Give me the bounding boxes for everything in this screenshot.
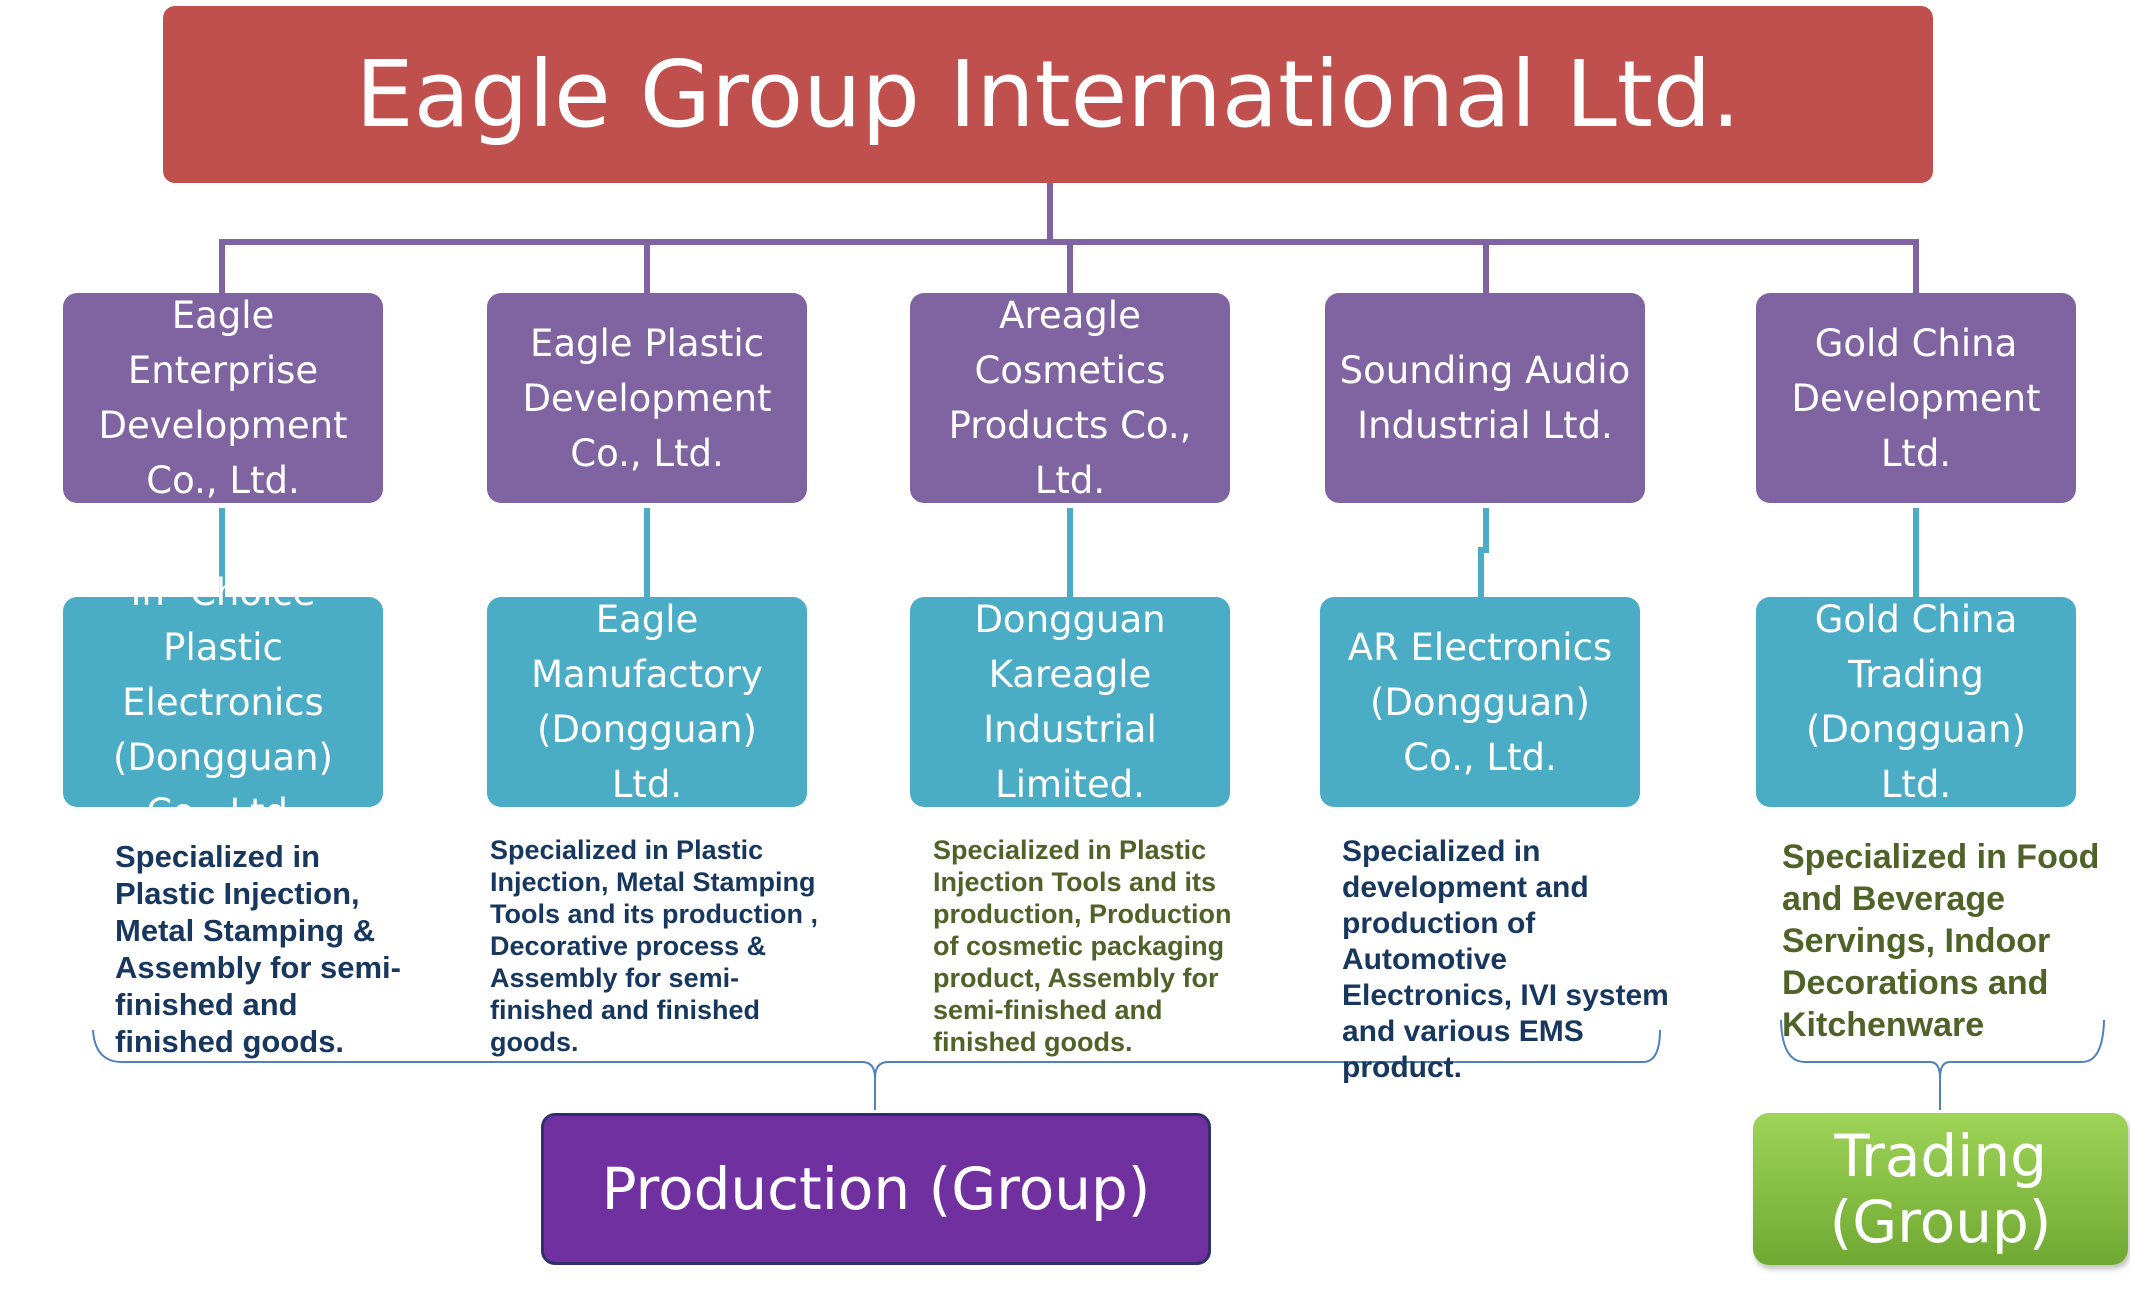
production-group-box: Production (Group): [541, 1113, 1211, 1265]
description-2: Specialized in Plastic Injection, Metal …: [490, 835, 818, 1057]
sub-connector-4: [1478, 508, 1489, 597]
production-bracket: [92, 1029, 1661, 1110]
parent-company-1: Eagle Enterprise Development Co., Ltd.: [63, 293, 383, 503]
description-3: Specialized in Plastic Injection Tools a…: [933, 835, 1232, 1057]
description-4: Specialized in development and productio…: [1342, 835, 1669, 1084]
description-5: Specialized in Food and Beverage Serving…: [1782, 838, 2100, 1044]
company-title: Eagle Group International Ltd.: [163, 6, 1933, 183]
parent-company-5: Gold China Development Ltd.: [1756, 293, 2076, 503]
parent-company-3: Areagle Cosmetics Products Co., Ltd.: [910, 293, 1230, 503]
trading-group-box: Trading (Group): [1753, 1113, 2128, 1265]
subsidiary-2: Eagle Manufactory (Dongguan) Ltd.: [487, 597, 807, 807]
subsidiary-1: In- Choice Plastic Electronics (Dongguan…: [63, 571, 383, 834]
subsidiary-4: AR Electronics (Dongguan) Co., Ltd.: [1320, 597, 1640, 807]
parent-company-4: Sounding Audio Industrial Ltd.: [1325, 293, 1645, 503]
subsidiary-5: Gold China Trading (Dongguan) Ltd.: [1756, 597, 2076, 807]
trading-bracket: [1780, 1019, 2105, 1110]
subsidiary-3: Dongguan Kareagle Industrial Limited.: [910, 597, 1230, 807]
description-1: Specialized in Plastic Injection, Metal …: [115, 839, 401, 1059]
parent-company-2: Eagle Plastic Development Co., Ltd.: [487, 293, 807, 503]
